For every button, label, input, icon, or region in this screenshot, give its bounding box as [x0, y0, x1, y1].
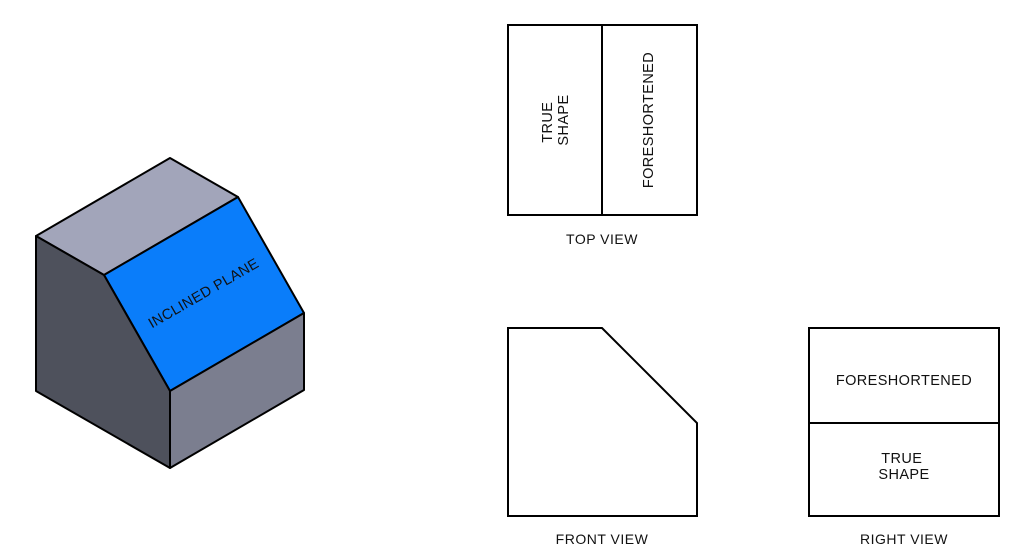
front-view-caption: FRONT VIEW [556, 531, 649, 547]
right-view-shape-line: SHAPE [878, 467, 929, 483]
iso-right-face [169, 312, 305, 469]
top-view [507, 24, 698, 216]
right-view-true-shape-label: TRUE SHAPE [878, 451, 929, 483]
right-view [808, 327, 1000, 517]
top-view-true-shape-label: TRUE SHAPE [540, 94, 572, 145]
top-view-foreshortened-label: FORESHORTENED [641, 52, 657, 188]
isometric-block [35, 157, 305, 469]
top-view-true-line: TRUE [540, 102, 556, 143]
right-view-caption: RIGHT VIEW [860, 531, 948, 547]
top-view-shape-line: SHAPE [556, 94, 572, 145]
front-view-outline [507, 327, 698, 517]
right-view-foreshortened-label: FORESHORTENED [836, 373, 972, 389]
top-view-caption: TOP VIEW [566, 231, 638, 247]
right-view-true-line: TRUE [881, 451, 922, 467]
